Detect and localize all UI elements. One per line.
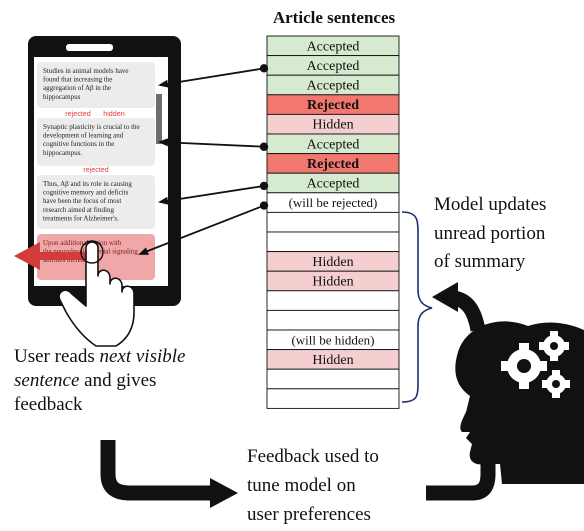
model-updates-line-1: Model updates <box>434 194 546 215</box>
tune-model-arrow <box>426 462 496 501</box>
phone-card-line: hippocampus. <box>43 149 82 157</box>
sentence-row-label: Accepted <box>307 39 360 54</box>
model-updates-line-2: unread portion <box>434 223 546 244</box>
model-updates-caption: Model updates unread portion of summary <box>434 194 546 272</box>
phone-card-line: development of learning and <box>43 132 124 140</box>
phone-card-line: have been the focus of most <box>43 197 121 205</box>
card-to-row-links <box>138 64 269 255</box>
card-link-line <box>158 185 265 205</box>
sentence-row-label: (will be rejected) <box>289 195 378 210</box>
sentence-row-empty <box>266 309 400 331</box>
phone-speaker <box>66 44 113 51</box>
phone-card-line: Synaptic plasticity is crucial to the <box>43 123 140 131</box>
phone-card-line: aggregation of Aβ in the <box>43 84 111 92</box>
sentence-row-label: Hidden <box>312 255 353 270</box>
phone-card[interactable]: Synaptic plasticity is crucial to thedev… <box>37 118 155 166</box>
card-link-line <box>138 204 265 255</box>
card-link-dot <box>259 201 269 210</box>
sentence-row-label: Rejected <box>307 157 359 172</box>
user-reads-part3: feedback <box>14 394 83 415</box>
model-update-arrow <box>432 282 486 332</box>
gear-icon <box>501 343 547 389</box>
phone-scrollbar <box>156 94 162 144</box>
user-reads-emphasis-1: next visible <box>99 346 185 367</box>
user-reads-caption: User reads next visible sentence and giv… <box>14 346 185 415</box>
unread-bracket <box>401 211 433 403</box>
phone-card-line: Studies in animal models have <box>43 67 129 75</box>
feedback-caption: Feedback used to tune model on user pref… <box>247 446 379 525</box>
sentence-row-empty <box>266 368 400 390</box>
sentence-row-empty <box>266 231 400 253</box>
svg-text:sentence and gives: sentence and gives <box>14 370 156 391</box>
phone-card-bg <box>37 175 155 229</box>
user-reads-part2: and gives <box>79 370 156 391</box>
phone-card-line: Upon additional action with <box>43 239 122 247</box>
sentence-row-empty <box>266 211 400 233</box>
sentence-row-label: Hidden <box>312 275 353 290</box>
card-link-line <box>158 67 265 88</box>
card-link-dot <box>259 181 269 191</box>
sentence-row-empty <box>266 388 400 409</box>
gear-icon-lower <box>542 370 570 398</box>
phone-card-line: hippocampus <box>43 93 81 101</box>
feedback-line-2: tune model on <box>247 475 356 496</box>
phone-card-line: treatments for Alzheimer's. <box>43 214 119 222</box>
gear-icon-small <box>539 331 569 361</box>
svg-text:User reads next visible: User reads next visible <box>14 346 185 367</box>
column-title: Article sentences <box>273 8 396 27</box>
sentence-row-label: Accepted <box>307 59 360 74</box>
sentence-row-label: Hidden <box>312 118 353 133</box>
card-link-dot <box>259 142 269 151</box>
sentence-row-label: (will be hidden) <box>291 332 374 347</box>
sentence-row-label: Hidden <box>312 353 353 368</box>
hand-pointer-icon <box>58 240 135 347</box>
sentence-row-label: Rejected <box>307 98 359 113</box>
phone-card-bg <box>37 118 155 166</box>
model-updates-line-3: of summary <box>434 251 526 272</box>
phone-card-line: found that increasing the <box>43 76 112 84</box>
phone-card-line: abilities increased <box>43 256 94 264</box>
sentence-row-label: Accepted <box>307 79 360 94</box>
phone-card-line: Thus, Aβ and its role in causing <box>43 180 132 188</box>
phone-card-line: research aimed at finding <box>43 206 114 214</box>
phone-card-line: cognitive memory and deficits <box>43 189 129 197</box>
feedback-line-3: user preferences <box>247 504 371 525</box>
user-reads-emphasis-2: sentence <box>14 370 79 391</box>
feedback-flow-arrow <box>100 440 238 508</box>
swipe-left-arrow <box>14 242 98 270</box>
phone-marker-hidden: hidden <box>103 109 125 118</box>
sentence-row-label: Accepted <box>307 137 360 152</box>
phone-card-line: cognitive functions in the <box>43 140 114 148</box>
sentence-row-empty <box>266 290 400 311</box>
sentence-row-label: Accepted <box>307 177 360 192</box>
brain-head-icon <box>455 321 584 484</box>
phone-markers: rejected hidden rejected <box>65 109 125 174</box>
card-link-dot <box>259 64 269 73</box>
phone-marker-rejected: rejected <box>65 109 91 118</box>
sentence-column: AcceptedAcceptedAcceptedRejectedHiddenAc… <box>266 35 400 409</box>
user-reads-part1: User reads <box>14 346 99 367</box>
card-link-line <box>158 138 265 148</box>
phone-card-bg <box>37 62 155 108</box>
phone-marker-rejected: rejected <box>83 165 109 174</box>
feedback-line-1: Feedback used to <box>247 446 379 467</box>
phone-card[interactable]: Thus, Aβ and its role in causingcognitiv… <box>37 175 155 229</box>
